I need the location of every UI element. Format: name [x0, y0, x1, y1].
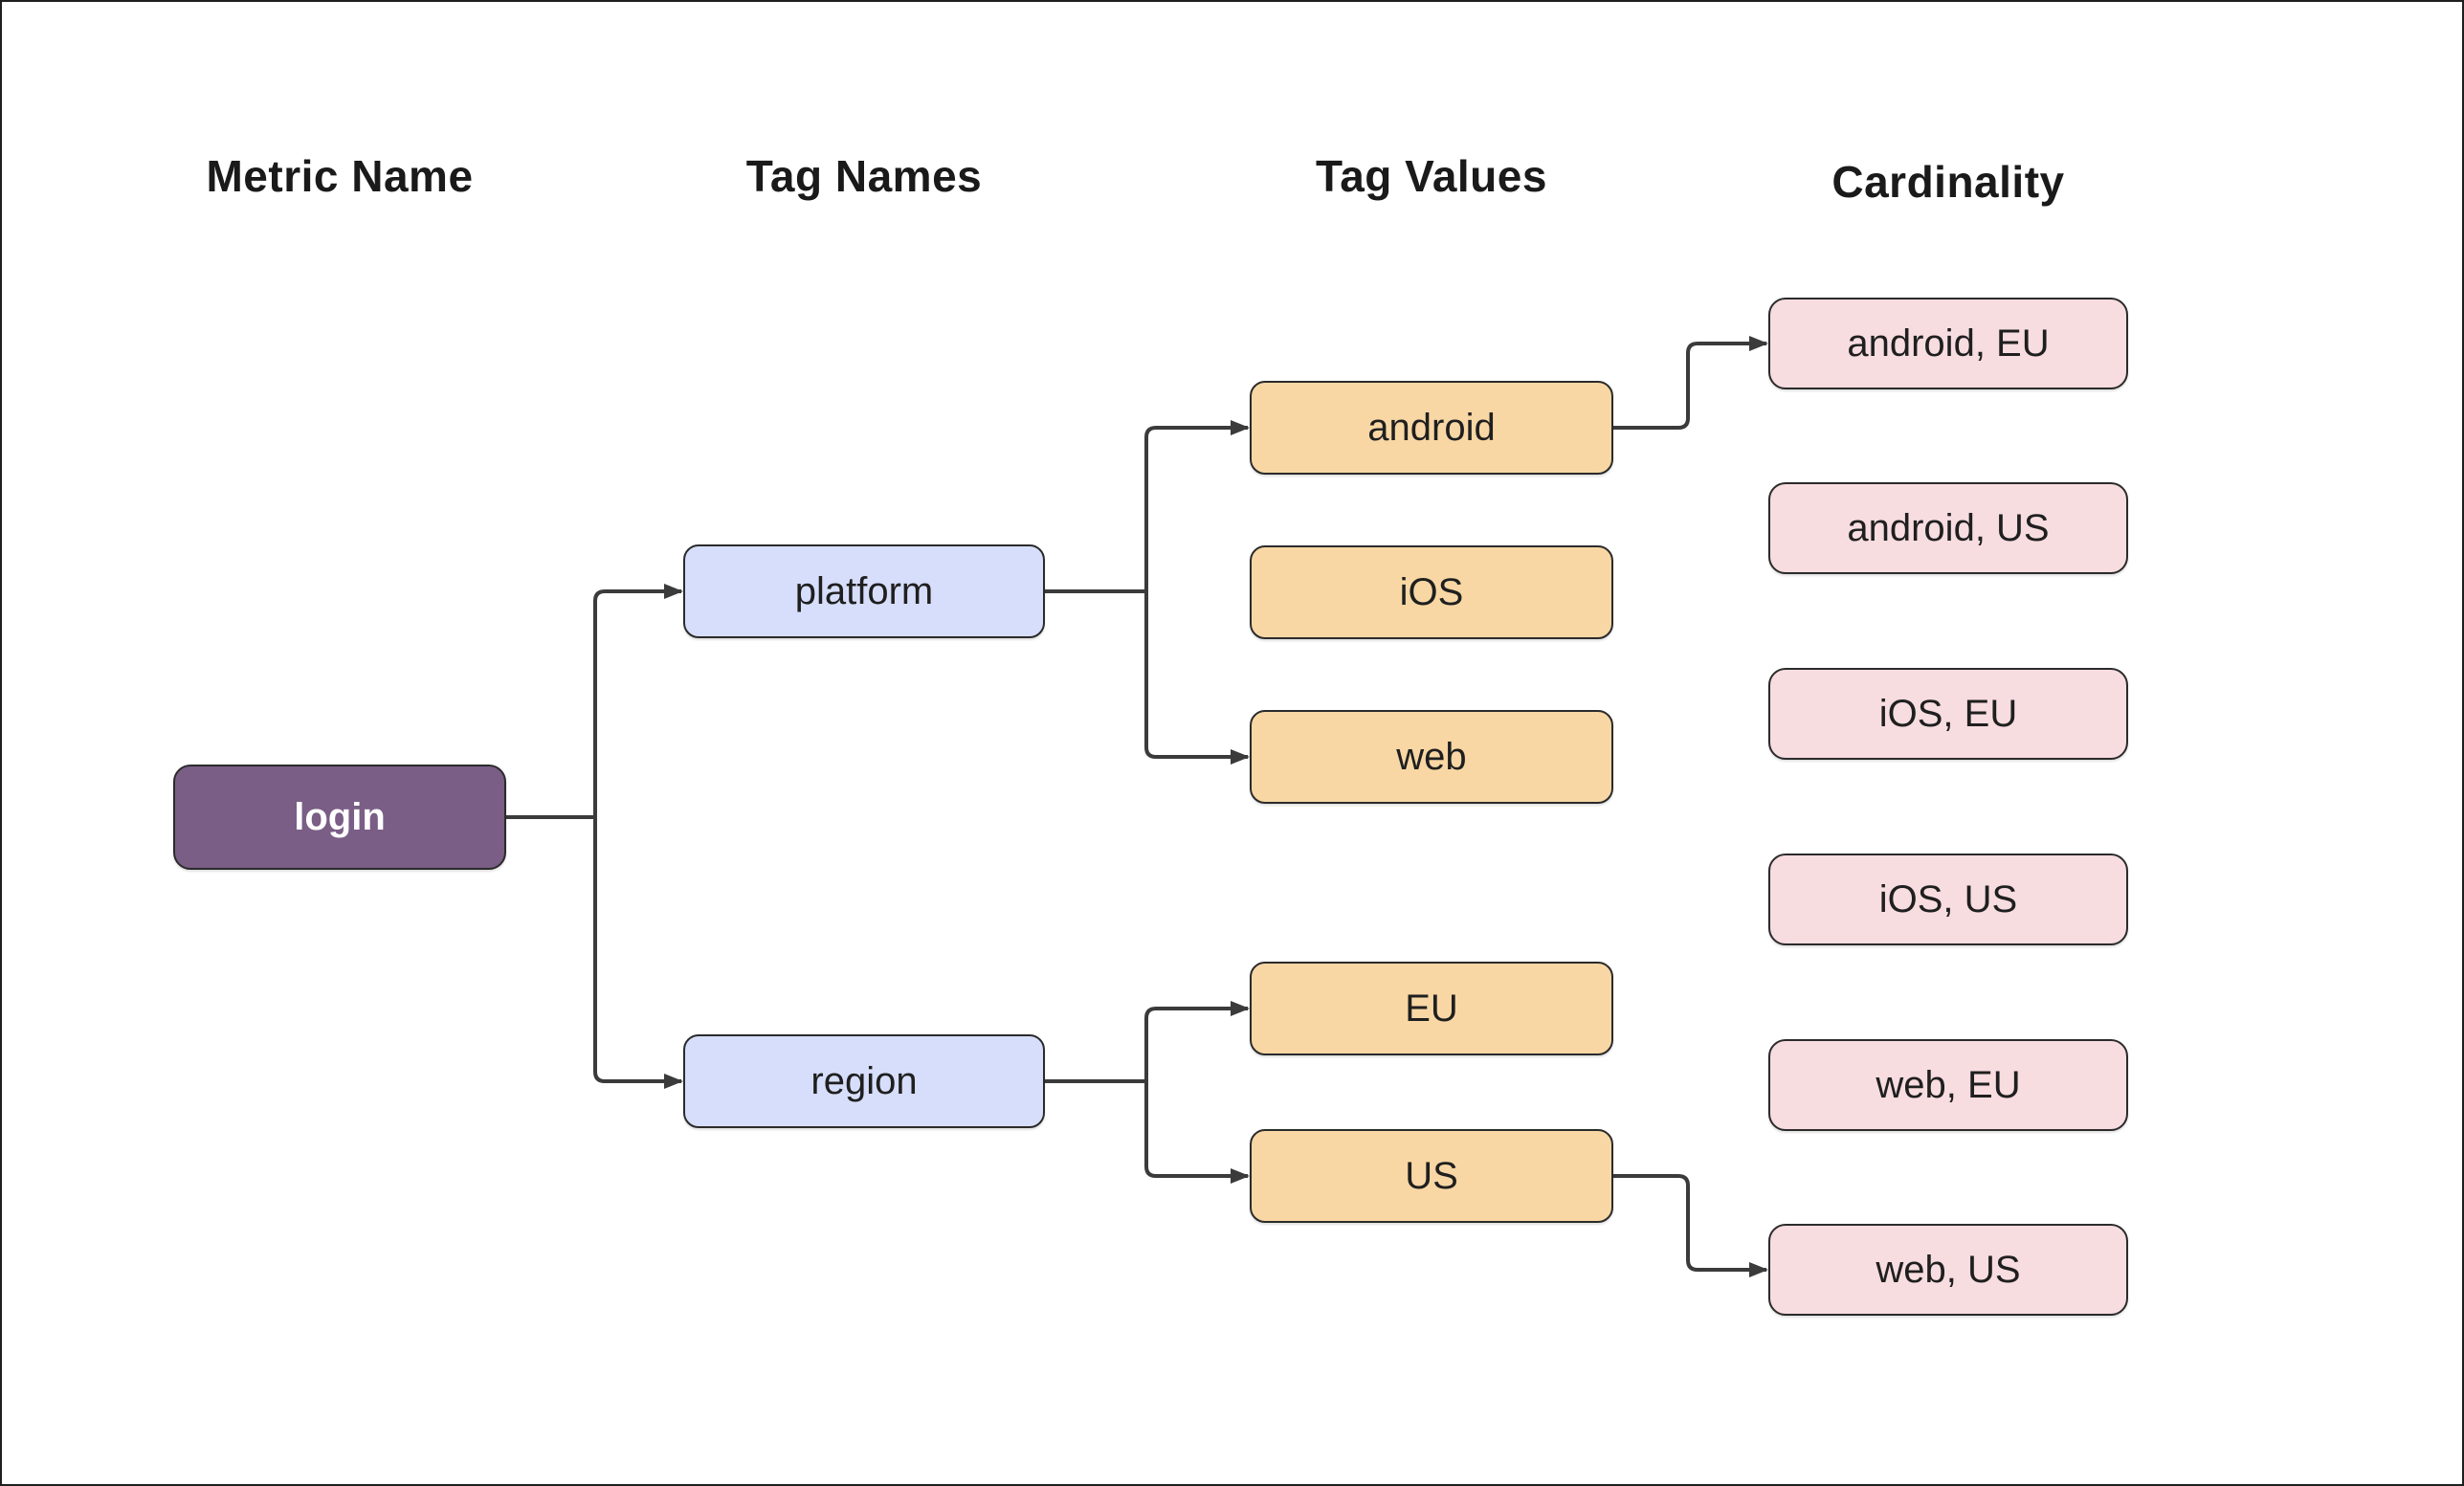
column-header-cardinality: Cardinality: [1831, 157, 2065, 207]
node-web-eu: web, EU: [1768, 1039, 2128, 1131]
node-ios-us: iOS, US: [1768, 854, 2128, 945]
node-web-eu-label: web, EU: [1876, 1063, 2021, 1106]
node-android-eu-label: android, EU: [1847, 322, 2050, 365]
node-ios: iOS: [1250, 545, 1613, 639]
node-android-label: android: [1367, 406, 1496, 449]
node-platform: platform: [683, 544, 1045, 638]
column-header-metric-name: Metric Name: [206, 151, 474, 201]
node-region-label: region: [810, 1059, 918, 1102]
column-header-tag-names: Tag Names: [745, 151, 983, 201]
node-ios-label: iOS: [1399, 570, 1464, 613]
node-us-label: US: [1405, 1154, 1458, 1197]
edge-login-region: [593, 817, 683, 1089]
node-android: android: [1250, 381, 1613, 475]
node-ios-eu: iOS, EU: [1768, 668, 2128, 760]
node-web-us-label: web, US: [1876, 1248, 2021, 1291]
edge-platform-android: [1144, 420, 1250, 591]
node-android-us-label: android, US: [1847, 506, 2050, 549]
edge-platform-web: [1144, 591, 1250, 765]
node-web: web: [1250, 710, 1613, 804]
node-android-eu: android, EU: [1768, 298, 2128, 389]
edge-login-platform: [593, 584, 683, 817]
column-header-tag-values: Tag Values: [1316, 151, 1547, 201]
node-login: login: [173, 765, 506, 870]
node-web-label: web: [1396, 735, 1467, 778]
edge-us-web-us: [1613, 1174, 1768, 1277]
edge-region-us: [1144, 1081, 1250, 1184]
node-platform-label: platform: [794, 569, 934, 612]
node-login-label: login: [294, 795, 386, 838]
node-us: US: [1250, 1129, 1613, 1223]
node-ios-eu-label: iOS, EU: [1878, 692, 2018, 735]
edge-android-android-eu: [1613, 336, 1768, 430]
edge-region-eu: [1144, 1001, 1250, 1081]
node-android-us: android, US: [1768, 482, 2128, 574]
node-ios-us-label: iOS, US: [1878, 877, 2018, 920]
node-region: region: [683, 1034, 1045, 1128]
node-eu: EU: [1250, 962, 1613, 1055]
node-web-us: web, US: [1768, 1224, 2128, 1316]
node-eu-label: EU: [1405, 987, 1458, 1030]
